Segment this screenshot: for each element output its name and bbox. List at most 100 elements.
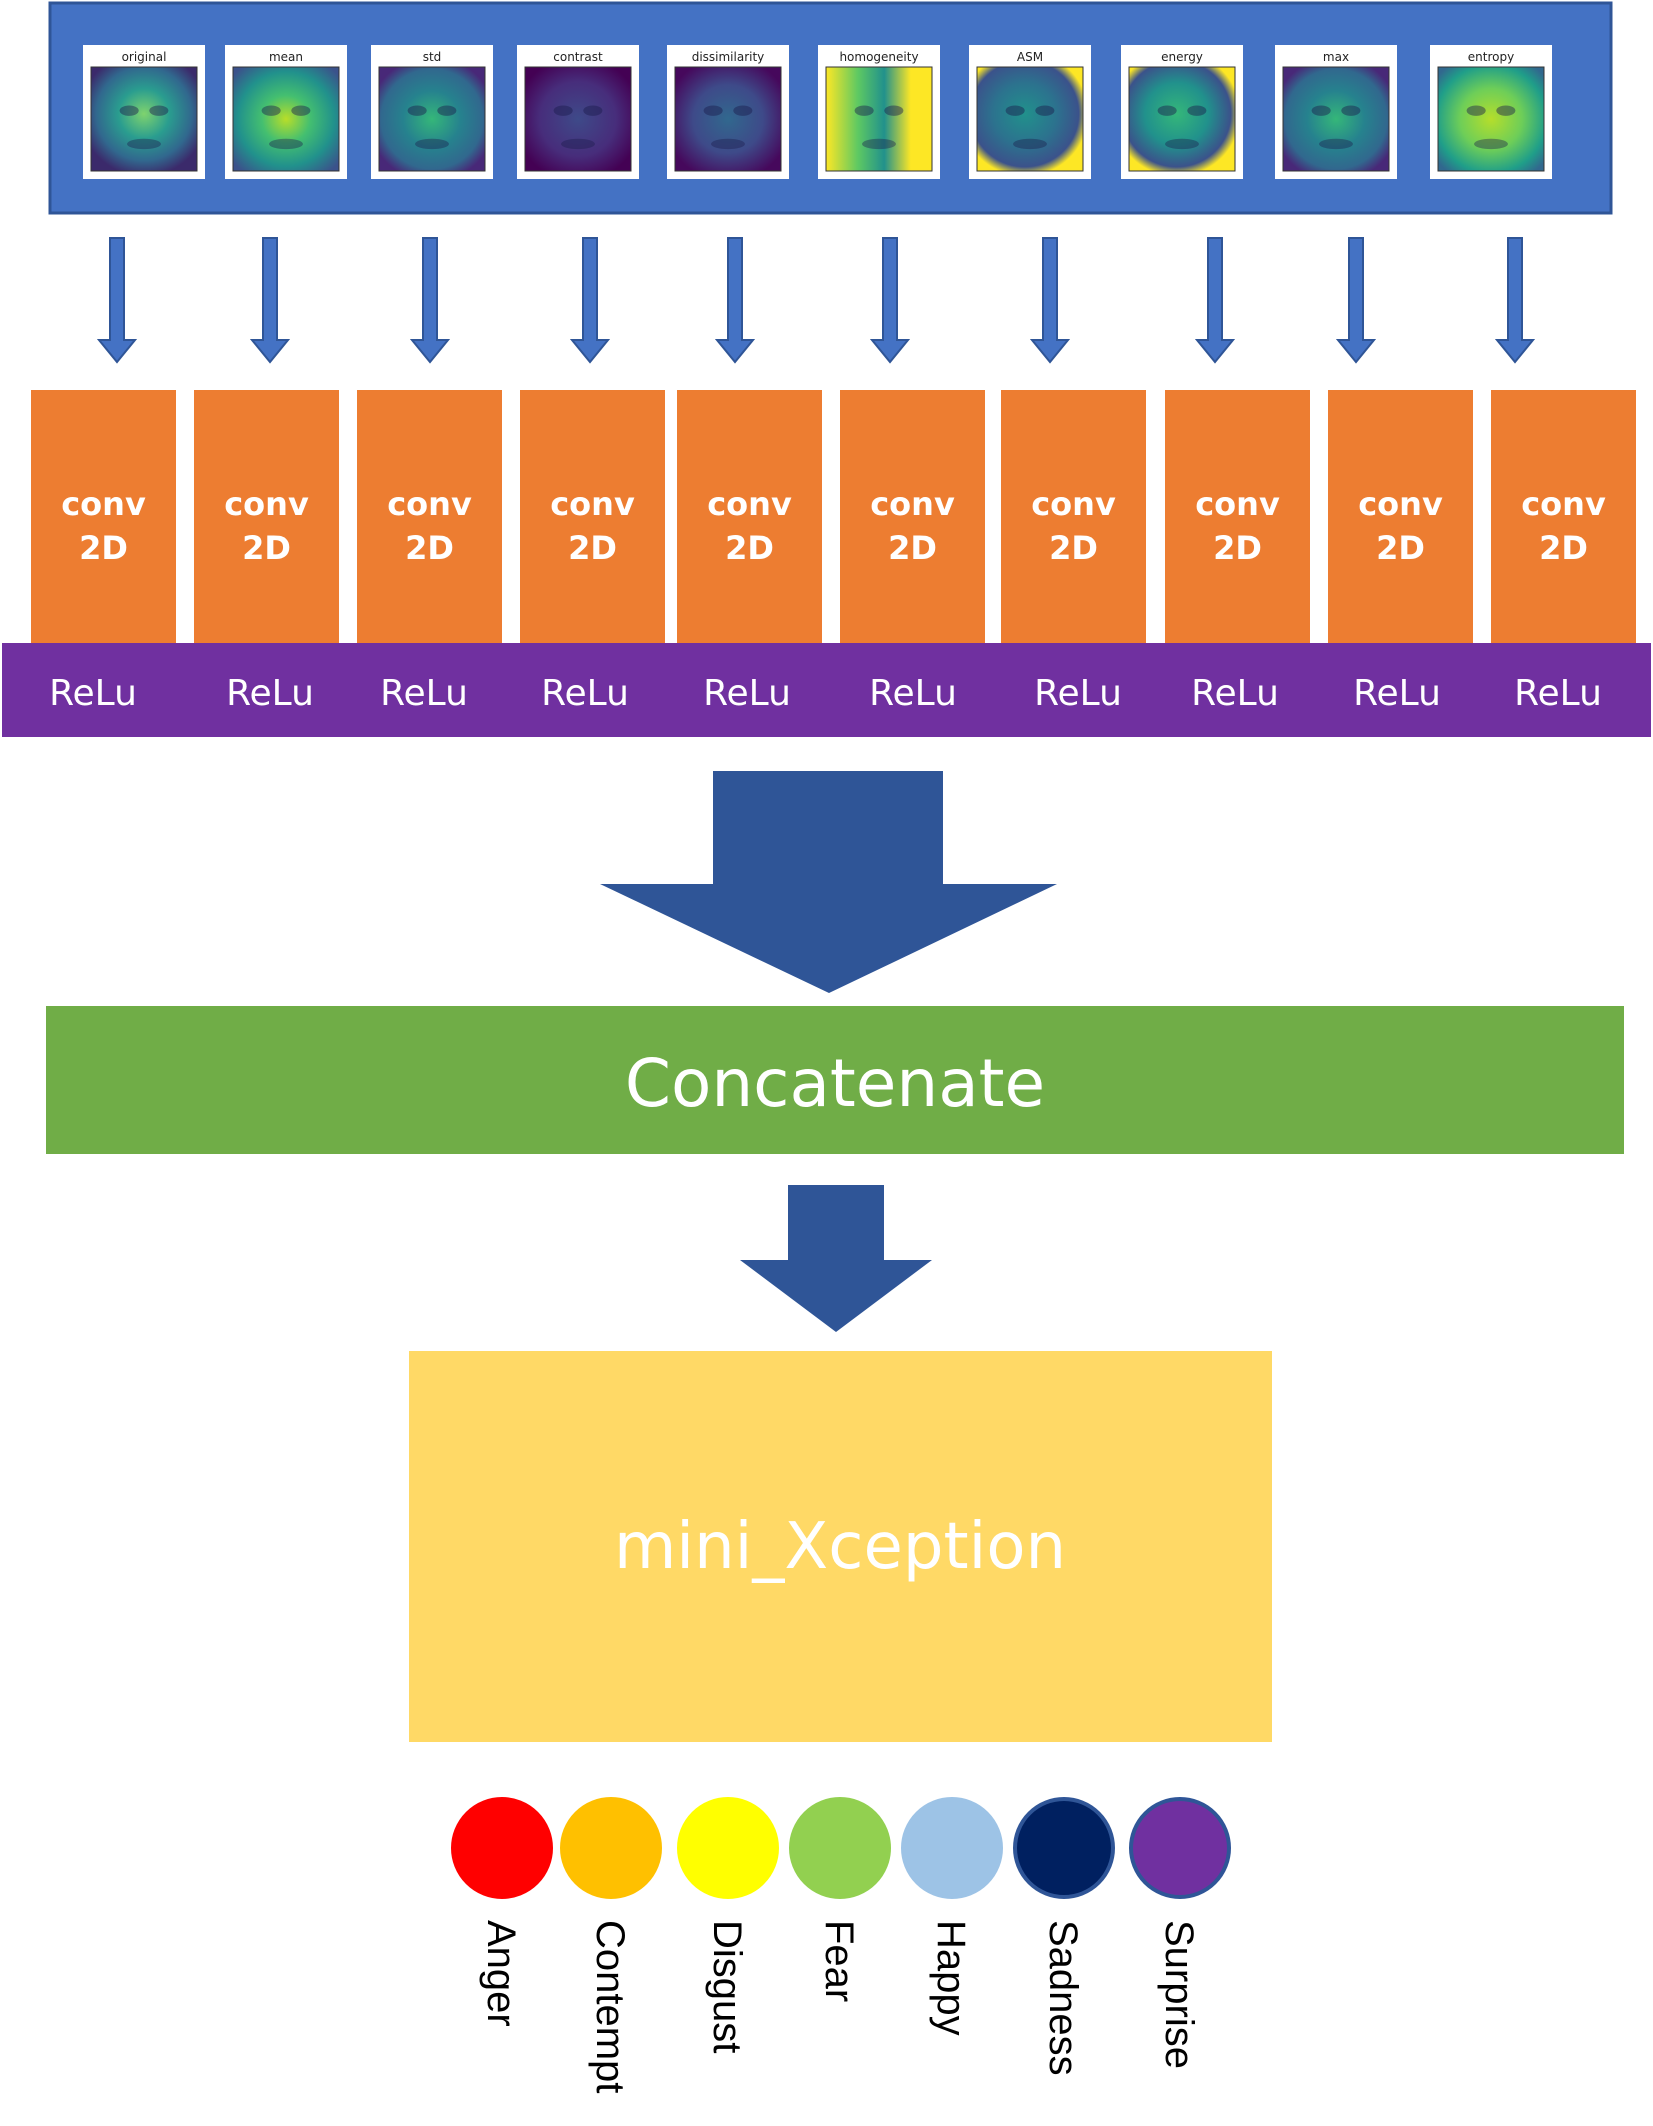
conv2d-box — [677, 390, 822, 645]
conv-label-line1: conv — [61, 485, 146, 523]
conv2d-box — [1001, 390, 1146, 645]
eye-shape — [407, 105, 427, 116]
feature-map-energy: energy — [1121, 45, 1243, 179]
emotion-circle — [789, 1797, 891, 1899]
mouth-shape — [1474, 138, 1508, 150]
emotion-circle — [451, 1797, 553, 1899]
feature-map-image — [1282, 66, 1390, 172]
relu-label: ReLu — [1034, 673, 1122, 714]
relu-label: ReLu — [226, 673, 314, 714]
emotion-circle — [560, 1797, 662, 1899]
eye-shape — [119, 105, 139, 116]
feature-map-image — [232, 66, 340, 172]
conv-label-line2: 2D — [1213, 529, 1262, 567]
emotion-label: Disgust — [705, 1920, 749, 2053]
feature-map-title: mean — [269, 50, 303, 64]
eye-shape — [291, 105, 311, 116]
conv-label-line1: conv — [1521, 485, 1606, 523]
mouth-shape — [1013, 138, 1047, 150]
feature-map-image — [90, 66, 198, 172]
eye-shape — [703, 105, 723, 116]
eye-shape — [553, 105, 573, 116]
conv2d-block: conv 2D — [31, 390, 176, 645]
emotion-label: Sadness — [1041, 1920, 1085, 2076]
eye-shape — [583, 105, 603, 116]
concatenate-block — [46, 1006, 1624, 1154]
eye-shape — [1341, 105, 1361, 116]
emotion-surprise: Surprise — [1129, 1797, 1231, 2069]
mouth-shape — [1319, 138, 1353, 150]
emotion-label: Fear — [817, 1920, 861, 2002]
eye-shape — [261, 105, 281, 116]
down-arrow-small — [249, 237, 291, 364]
emotion-disgust: Disgust — [677, 1797, 779, 2053]
conv-label-line1: conv — [1358, 485, 1443, 523]
eye-shape — [1466, 105, 1486, 116]
conv2d-box — [1165, 390, 1310, 645]
relu-label: ReLu — [1353, 673, 1441, 714]
conv-label-line1: conv — [387, 485, 472, 523]
down-arrow-to-concatenate — [600, 771, 1057, 993]
mouth-shape — [1165, 138, 1199, 150]
emotion-fear: Fear — [789, 1797, 891, 2002]
emotion-circle — [1013, 1797, 1115, 1899]
conv-label-line1: conv — [1195, 485, 1280, 523]
eye-shape — [854, 105, 874, 116]
mini-xception-label: mini_Xception — [614, 1510, 1066, 1584]
conv2d-box — [1328, 390, 1473, 645]
down-arrow-small — [569, 237, 611, 364]
feature-map-image — [524, 66, 632, 172]
mouth-shape — [862, 138, 896, 150]
feature-map-asm: ASM — [969, 45, 1091, 179]
emotion-circle — [1129, 1797, 1231, 1899]
feature-map-title: std — [423, 50, 442, 64]
relu-label: ReLu — [49, 673, 137, 714]
eye-shape — [1005, 105, 1025, 116]
down-arrow-small — [869, 237, 911, 364]
feature-map-image — [1128, 66, 1236, 172]
feature-map-title: contrast — [553, 50, 603, 64]
feature-map-image — [976, 66, 1084, 172]
conv-label-line1: conv — [550, 485, 635, 523]
conv2d-block: conv 2D — [1165, 390, 1310, 645]
eye-shape — [1157, 105, 1177, 116]
eye-shape — [733, 105, 753, 116]
relu-label: ReLu — [869, 673, 957, 714]
emotion-circle — [901, 1797, 1003, 1899]
down-arrow-to-model — [740, 1185, 932, 1332]
mouth-shape — [561, 138, 595, 150]
feature-map-image — [1437, 66, 1545, 172]
feature-map-title: dissimilarity — [692, 50, 765, 64]
eye-shape — [1496, 105, 1516, 116]
relu-label: ReLu — [703, 673, 791, 714]
eye-shape — [437, 105, 457, 116]
feature-map-title: energy — [1161, 50, 1203, 64]
emotion-label: Anger — [479, 1920, 523, 2027]
feature-map-entropy: entropy — [1430, 45, 1552, 179]
emotion-circle — [677, 1797, 779, 1899]
mouth-shape — [711, 138, 745, 150]
conv2d-box — [357, 390, 502, 645]
conv2d-box — [1491, 390, 1636, 645]
feature-map-contrast: contrast — [517, 45, 639, 179]
mouth-shape — [269, 138, 303, 150]
feature-map-dissimilarity: dissimilarity — [667, 45, 789, 179]
conv-label-line2: 2D — [1539, 529, 1588, 567]
emotion-anger: Anger — [451, 1797, 553, 2027]
conv-label-line1: conv — [224, 485, 309, 523]
conv-label-line2: 2D — [79, 529, 128, 567]
conv-label-line2: 2D — [725, 529, 774, 567]
feature-map-title: ASM — [1017, 50, 1043, 64]
eye-shape — [149, 105, 169, 116]
down-arrow-small — [1194, 237, 1236, 364]
conv2d-box — [520, 390, 665, 645]
down-arrow-small — [1494, 237, 1536, 364]
relu-label: ReLu — [380, 673, 468, 714]
conv2d-blocks: conv2Dconv2Dconv2Dconv2Dconv2Dconv2Dconv… — [31, 390, 1636, 645]
down-arrow-small — [1029, 237, 1071, 364]
